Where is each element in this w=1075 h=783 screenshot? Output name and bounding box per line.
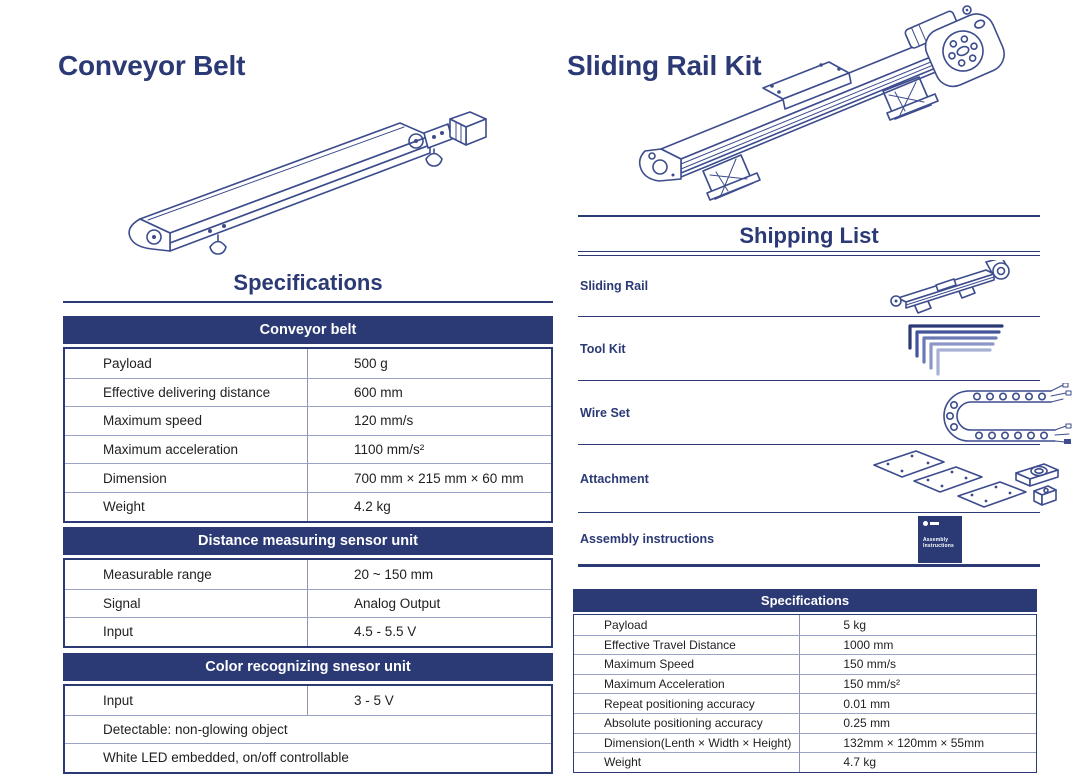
table-row: Effective Travel Distance 1000 mm xyxy=(574,634,1036,655)
spec-label: Maximum Speed xyxy=(574,655,801,674)
spec-value: 700 mm × 215 mm × 60 mm xyxy=(354,470,524,486)
table-row: Input 3 - 5 V xyxy=(65,686,551,715)
spec-value: 3 - 5 V xyxy=(354,692,394,708)
spec-value: 600 mm xyxy=(354,384,403,400)
table-header: Color recognizing snesor unit xyxy=(63,653,553,681)
attachment-icon xyxy=(873,450,1059,508)
booklet-logo xyxy=(923,521,939,526)
specifications-rule xyxy=(63,301,553,303)
spec-label: Maximum speed xyxy=(65,407,308,435)
table-row: Measurable range 20 ~ 150 mm xyxy=(65,560,551,589)
spec-label: Input xyxy=(65,618,308,646)
booklet-title: Assembly Instructions xyxy=(923,537,955,549)
color-sensor-spec-table: Color recognizing snesor unit Input 3 - … xyxy=(63,653,553,774)
spec-label: Effective delivering distance xyxy=(65,378,308,407)
spec-value: 4.2 kg xyxy=(354,499,391,515)
table-row: Dimension 700 mm × 215 mm × 60 mm xyxy=(65,463,551,492)
table-row: Maximum acceleration 1100 mm/s² xyxy=(65,434,551,464)
table-header: Conveyor belt xyxy=(63,316,553,344)
specifications-heading: Specifications xyxy=(233,270,383,295)
spec-label: Weight xyxy=(65,492,308,521)
spec-value: 0.25 mm xyxy=(843,716,891,731)
shipping-row-wire-set: Wire Set xyxy=(578,381,1072,445)
shipping-list: Sliding Rail Tool Kit xyxy=(578,256,1072,567)
table-row: Payload 5 kg xyxy=(574,615,1036,635)
table-row: Repeat positioning accuracy 0.01 mm xyxy=(574,693,1036,713)
left-product-title: Conveyor Belt xyxy=(58,50,246,81)
spec-value: 20 ~ 150 mm xyxy=(354,566,434,582)
sliding-rail-illustration xyxy=(638,5,1005,201)
spec-label: Input xyxy=(65,686,308,715)
tool-kit-icon xyxy=(908,324,1004,376)
spec-label: Absolute positioning accuracy xyxy=(574,713,801,733)
spec-label: Dimension xyxy=(65,464,308,492)
table-row: Dimension(Lenth × Width × Height) 132mm … xyxy=(574,732,1036,753)
spec-label: Effective Travel Distance xyxy=(574,635,801,655)
spec-label: Payload xyxy=(65,349,308,378)
shipping-double-rule xyxy=(578,251,1040,256)
spec-label: Maximum acceleration xyxy=(65,435,308,464)
table-header: Specifications xyxy=(573,589,1037,612)
distance-sensor-spec-table: Distance measuring sensor unit Measurabl… xyxy=(63,527,553,648)
sliding-rail-spec-table: Specifications Payload 5 kg Effective Tr… xyxy=(573,589,1037,773)
table-body: Payload 500 g Effective delivering dista… xyxy=(63,347,553,523)
table-row: Signal Analog Output xyxy=(65,588,551,618)
sliding-rail-small-icon xyxy=(890,260,1010,314)
conveyor-belt-spec-table: Conveyor belt Payload 500 g Effective de… xyxy=(63,316,553,523)
spec-label: Measurable range xyxy=(65,560,308,589)
shipping-row-assembly-instructions: Assembly instructions Assembly Instructi… xyxy=(578,513,1040,567)
spec-label: Maximum Acceleration xyxy=(574,674,801,694)
spec-label: Payload xyxy=(574,615,801,635)
shipping-row-tool-kit: Tool Kit xyxy=(578,317,1040,381)
spec-value: 500 g xyxy=(354,355,388,371)
table-row: Payload 500 g xyxy=(65,349,551,378)
table-row: Absolute positioning accuracy 0.25 mm xyxy=(574,712,1036,733)
conveyor-belt-illustration xyxy=(128,111,487,255)
shipping-item-label: Wire Set xyxy=(580,405,630,420)
assembly-booklet: Assembly Instructions xyxy=(918,516,962,563)
table-row: Maximum Speed 150 mm/s xyxy=(574,654,1036,674)
spec-note: White LED embedded, on/off controllable xyxy=(103,750,349,766)
spec-value: Analog Output xyxy=(354,595,441,611)
shipping-list-heading: Shipping List xyxy=(739,223,879,248)
table-row: Detectable: non-glowing object xyxy=(65,714,551,744)
table-header: Distance measuring sensor unit xyxy=(63,527,553,555)
table-row: Maximum Acceleration 150 mm/s² xyxy=(574,673,1036,694)
table-row: Input 4.5 - 5.5 V xyxy=(65,617,551,646)
shipping-top-rule xyxy=(578,215,1040,217)
right-product-title: Sliding Rail Kit xyxy=(567,50,762,81)
shipping-item-label: Attachment xyxy=(580,471,649,486)
spec-label: Dimension(Lenth × Width × Height) xyxy=(574,733,801,753)
shipping-row-attachment: Attachment xyxy=(578,445,1059,513)
table-row: Weight 4.2 kg xyxy=(65,491,551,521)
table-body: Input 3 - 5 V Detectable: non-glowing ob… xyxy=(63,684,553,774)
spec-value: 5 kg xyxy=(843,617,867,632)
spec-value: 4.5 - 5.5 V xyxy=(354,624,417,640)
shipping-item-label: Tool Kit xyxy=(580,341,626,356)
shipping-row-sliding-rail: Sliding Rail xyxy=(578,256,1040,317)
spec-label: Signal xyxy=(65,589,308,618)
spec-value: 0.01 mm xyxy=(843,696,891,711)
table-body: Measurable range 20 ~ 150 mm Signal Anal… xyxy=(63,558,553,648)
spec-value: 150 mm/s xyxy=(843,657,897,672)
table-body: Payload 5 kg Effective Travel Distance 1… xyxy=(573,614,1037,773)
table-row: Weight 4.7 kg xyxy=(574,752,1036,772)
spec-value: 150 mm/s² xyxy=(843,677,901,692)
spec-value: 4.7 kg xyxy=(843,755,877,770)
table-row: White LED embedded, on/off controllable xyxy=(65,743,551,772)
wire-set-icon xyxy=(943,383,1072,444)
spec-value: 120 mm/s xyxy=(354,413,414,429)
table-row: Effective delivering distance 600 mm xyxy=(65,377,551,407)
spec-value: 132mm × 120mm × 55mm xyxy=(843,735,985,750)
spec-value: 1000 mm xyxy=(843,637,894,652)
shipping-item-label: Sliding Rail xyxy=(580,279,649,293)
shipping-item-label: Assembly instructions xyxy=(580,531,715,546)
table-row: Maximum speed 120 mm/s xyxy=(65,406,551,435)
spec-value: 1100 mm/s² xyxy=(354,442,425,458)
spec-label: Weight xyxy=(574,753,801,772)
spec-label: Repeat positioning accuracy xyxy=(574,694,801,713)
spec-note: Detectable: non-glowing object xyxy=(103,721,288,737)
